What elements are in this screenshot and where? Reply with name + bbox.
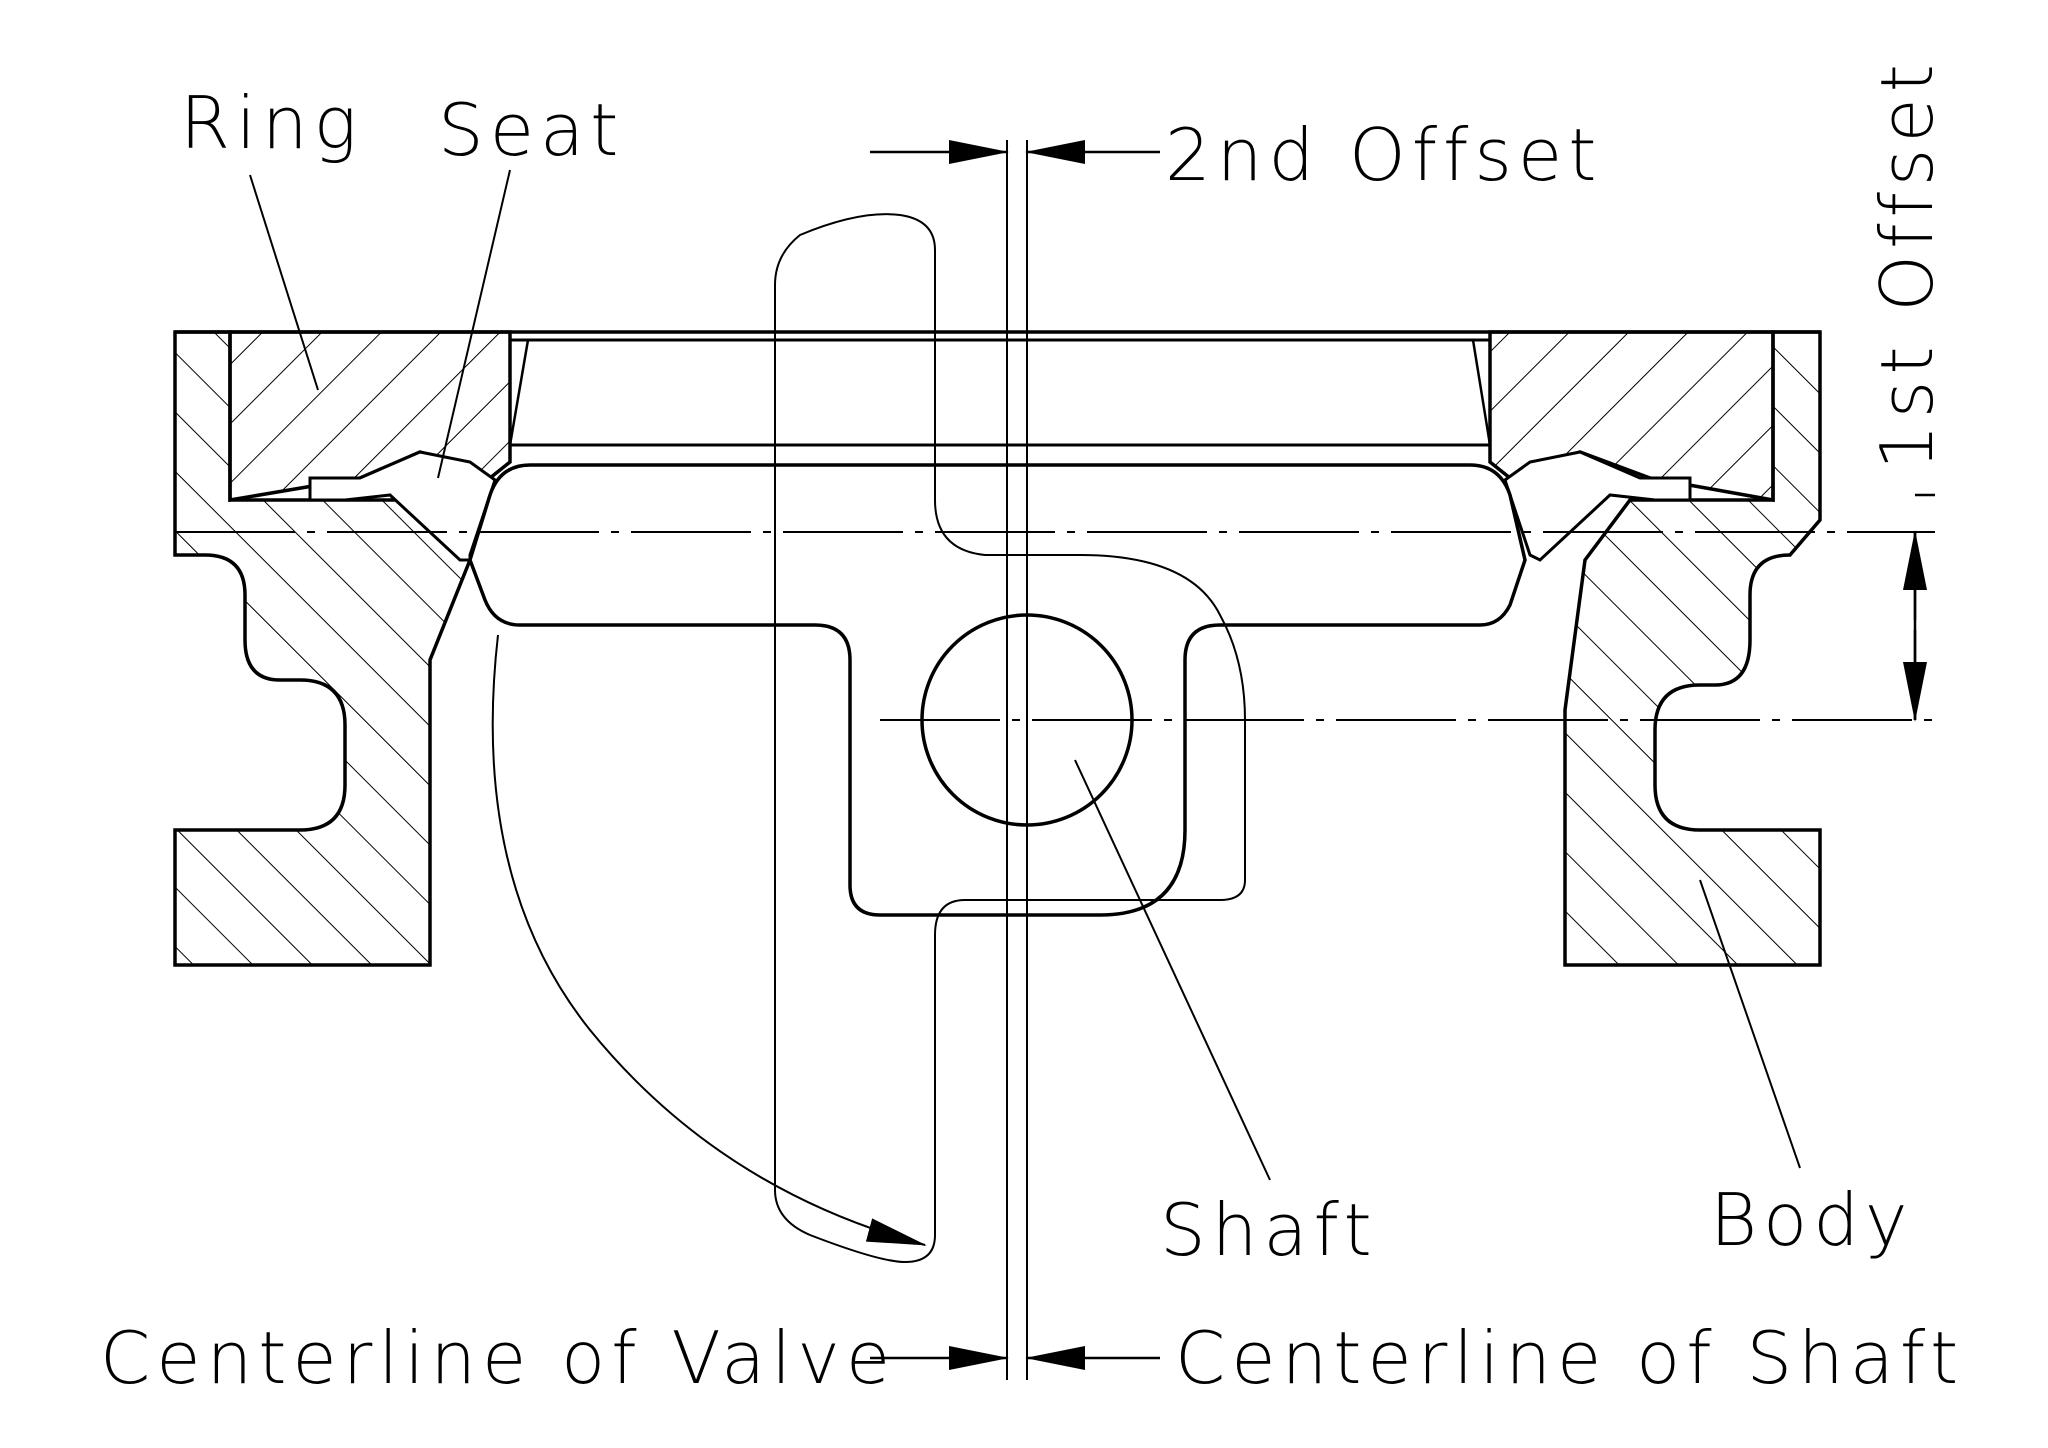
body-right [1563, 330, 1822, 967]
rotated-disc-outline [774, 213, 1246, 1264]
bore-top [175, 330, 1820, 447]
centerlines [175, 140, 1935, 1380]
label-centerline-of-valve: Centerline of Valve [100, 1316, 896, 1400]
label-centerline-of-shaft: Centerline of Shaft [1175, 1316, 1964, 1400]
label-first-offset: 1st Offset [1865, 58, 1949, 470]
label-ring: Ring [180, 81, 363, 165]
label-seat: Seat [438, 88, 624, 172]
body-left [173, 330, 472, 967]
label-body: Body [1710, 1178, 1914, 1262]
label-shaft: Shaft [1160, 1188, 1378, 1272]
label-second-offset: 2nd Offset [1165, 113, 1602, 197]
leader-lines [249, 169, 1801, 1181]
first-offset-dimension [1903, 493, 1935, 722]
rotation-arc [491, 634, 927, 1246]
body-section [173, 330, 1822, 967]
